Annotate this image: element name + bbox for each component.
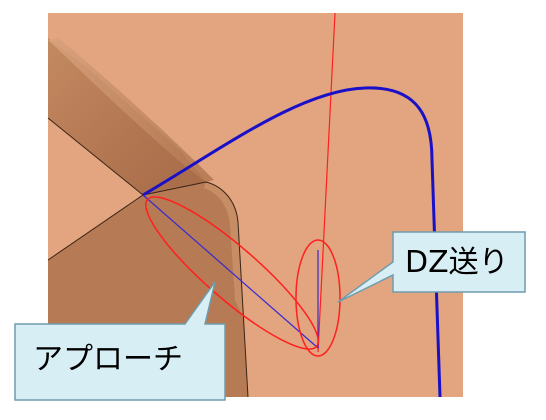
approach-callout xyxy=(14,281,226,401)
approach-callout-label: アプローチ xyxy=(33,342,183,377)
dz-feed-highlight-ellipse xyxy=(295,239,341,357)
toolpath-approach xyxy=(142,86,442,398)
dz-feed-callout-label: DZ送り xyxy=(405,245,509,280)
tool-outline xyxy=(47,117,249,398)
tool-axis-line xyxy=(317,12,336,353)
toolpath-approach-line xyxy=(142,194,319,349)
approach-highlight-ellipse xyxy=(145,196,319,350)
tool-shaft-edge xyxy=(48,38,214,182)
tool-tip-corner xyxy=(204,182,244,320)
dz-feed-callout xyxy=(337,231,526,303)
